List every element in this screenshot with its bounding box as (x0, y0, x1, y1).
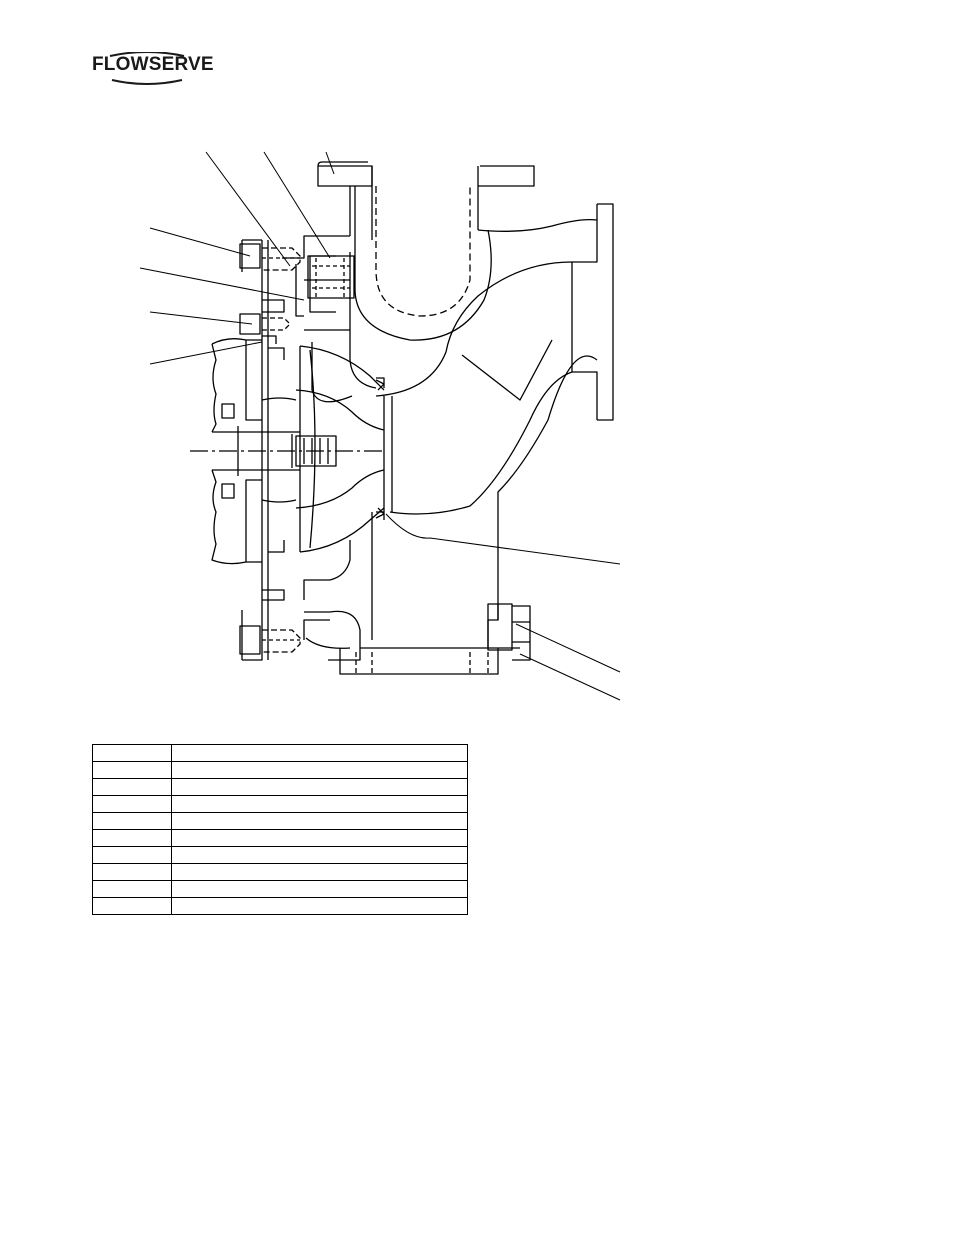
leader-line-2 (263, 151, 331, 259)
table-cell (92, 761, 172, 779)
table-cell (171, 744, 468, 762)
casing-body (282, 235, 520, 675)
leader-line-10 (519, 653, 621, 701)
table-cell (92, 812, 172, 830)
discharge-flange (317, 161, 535, 240)
table-row (92, 863, 468, 881)
table-cell (171, 880, 468, 898)
flowserve-logo: FLOWSERVE (92, 52, 214, 92)
leader-line-6 (149, 311, 253, 325)
drain-plug (487, 603, 531, 661)
suction-elbow (375, 203, 614, 600)
table-cell (92, 880, 172, 898)
table-cell (171, 829, 468, 847)
leader-line-8 (385, 513, 621, 565)
impeller (295, 345, 393, 553)
table-cell (92, 829, 172, 847)
table-row (92, 795, 468, 813)
table-cell (92, 846, 172, 864)
table-cell (92, 863, 172, 881)
leader-line-1 (205, 151, 291, 267)
cover-plate (241, 239, 285, 661)
bearing-housing (211, 335, 297, 565)
table-row (92, 880, 468, 898)
logo-swoosh-icon (109, 52, 185, 85)
table-cell (92, 744, 172, 762)
pump-cross-section-drawing (139, 151, 621, 701)
table-cell (171, 897, 468, 915)
table-row (92, 846, 468, 864)
table-cell (171, 846, 468, 864)
wear-ring (375, 379, 385, 519)
table-row (92, 761, 468, 779)
table-cell (171, 812, 468, 830)
callout-leaders (139, 151, 621, 701)
table-cell (171, 778, 468, 796)
table-cell (92, 778, 172, 796)
leader-line-9 (515, 623, 621, 673)
table-row (92, 812, 468, 830)
volute-passage (354, 186, 492, 341)
brand-name: FLOWSERVE (92, 54, 214, 75)
table-row (92, 897, 468, 915)
table-cell (171, 863, 468, 881)
table-row (92, 829, 468, 847)
cover-bolts (239, 243, 301, 655)
table-cell (92, 897, 172, 915)
shaft-assembly (190, 426, 384, 476)
table-cell (171, 795, 468, 813)
top-plug (307, 255, 355, 299)
leader-line-7 (149, 341, 263, 365)
leader-line-4 (149, 227, 251, 257)
leader-line-5 (139, 267, 305, 301)
table-cell (171, 761, 468, 779)
leader-line-3 (325, 151, 335, 175)
table-cell (92, 795, 172, 813)
table-row (92, 744, 468, 762)
parts-list-table (92, 744, 468, 915)
table-row (92, 778, 468, 796)
